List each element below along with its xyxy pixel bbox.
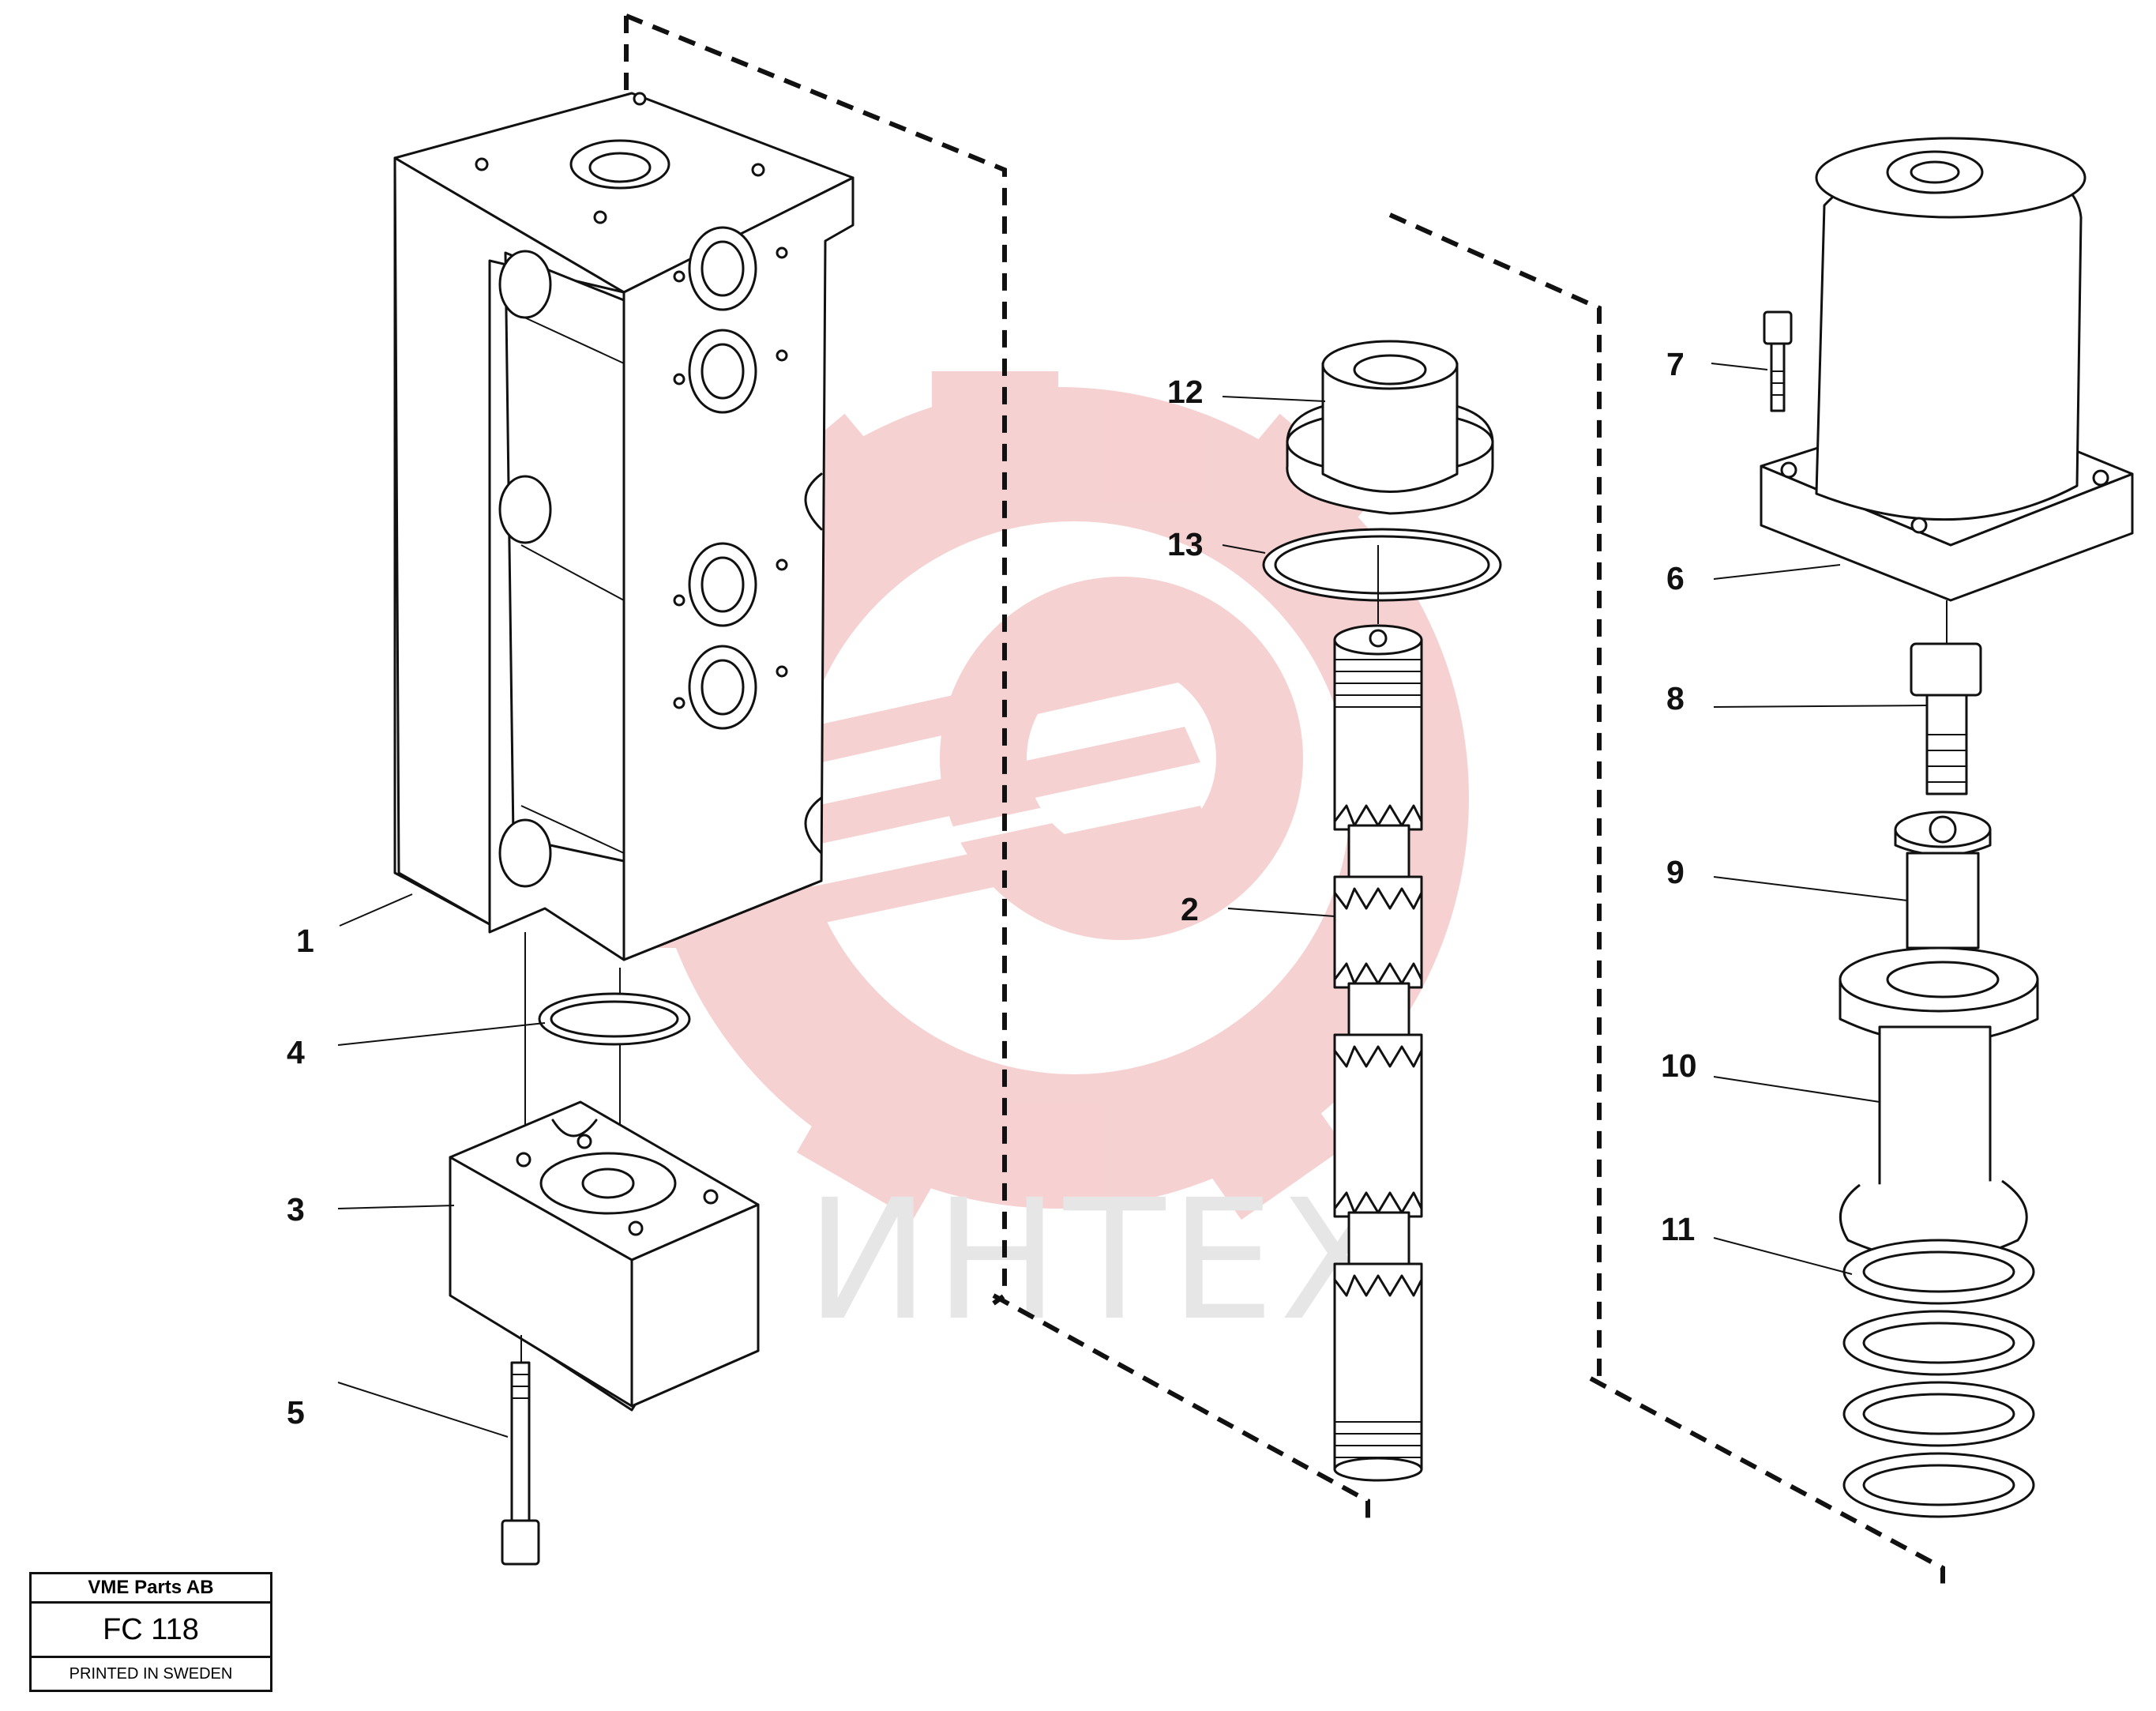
callout-2: 2 — [1181, 891, 1199, 927]
printed-note: PRINTED IN SWEDEN — [69, 1665, 233, 1683]
part-13-o-ring — [1262, 528, 1502, 602]
callout-3: 3 — [287, 1191, 305, 1228]
callout-6: 6 — [1666, 560, 1685, 596]
callout-4: 4 — [287, 1034, 305, 1070]
part-8-bolt — [1910, 600, 1982, 795]
part-6-cover — [1760, 137, 2134, 602]
part-7-screw — [1763, 310, 1793, 412]
company-name: VME Parts AB — [32, 1574, 270, 1604]
callout-9: 9 — [1666, 854, 1685, 890]
watermark-text: ИНТЕХ — [806, 1164, 1398, 1357]
part-1-valve-body — [393, 92, 855, 1185]
part-2-spool — [1333, 545, 1423, 1482]
part-11-spring — [1839, 1179, 2035, 1518]
callout-10: 10 — [1661, 1047, 1697, 1084]
part-4-o-ring — [538, 992, 691, 1046]
callout-5: 5 — [287, 1394, 305, 1431]
callout-labels: 1 2 3 4 5 6 7 8 9 10 11 12 13 — [287, 346, 1697, 1431]
callout-8: 8 — [1666, 680, 1685, 716]
callout-11: 11 — [1661, 1211, 1695, 1247]
part-12-sleeve — [1286, 340, 1494, 515]
assembly-frame-right — [1388, 212, 1945, 1588]
part-5-bolt — [501, 1335, 540, 1566]
drawing-code: FC 118 — [32, 1604, 270, 1658]
callout-1: 1 — [296, 923, 314, 959]
title-block: VME Parts AB FC 118 PRINTED IN SWEDEN — [29, 1572, 272, 1692]
callout-7: 7 — [1666, 346, 1685, 382]
part-9-bushing — [1894, 810, 1992, 950]
part-3-block — [449, 1100, 760, 1412]
callout-13: 13 — [1167, 526, 1204, 562]
part-10-spring-seat — [1839, 946, 2039, 1231]
callout-12: 12 — [1167, 374, 1204, 410]
leader-lines — [337, 363, 1928, 1438]
